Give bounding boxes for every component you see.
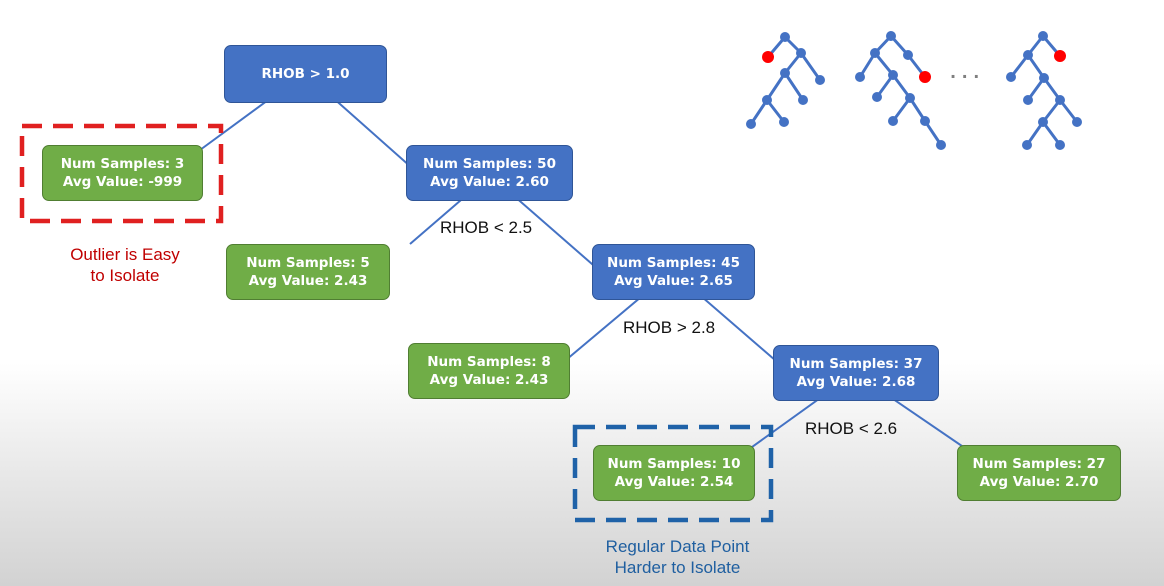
node-avg-value: Avg Value: -999 <box>62 174 183 190</box>
mini-tree-node <box>1022 140 1032 150</box>
outlier-annotation-line: to Isolate <box>90 266 160 286</box>
mini-tree-node <box>780 68 790 78</box>
outlier-annotation-line: Outlier is Easy <box>70 245 180 264</box>
node-samples: Num Samples: 37 <box>789 355 923 372</box>
regular-highlight-box <box>572 424 774 523</box>
outlier-highlight-box <box>19 123 224 224</box>
leaf-node-5: Num Samples: 5 Avg Value: 2.43 <box>226 244 390 300</box>
mini-tree-1 <box>749 35 822 126</box>
isolated-point-marker <box>1054 50 1066 62</box>
node-avg-value: Avg Value: 2.43 <box>248 273 368 289</box>
mini-tree-node <box>1006 72 1016 82</box>
node-avg-value: Avg Value: 2.54 <box>614 474 734 490</box>
node-samples: Num Samples: 50 <box>423 155 556 172</box>
split-node-50: Num Samples: 50 Avg Value: 2.60 <box>406 145 573 201</box>
outlier-annotation: Outlier is Easy to Isolate <box>20 244 230 287</box>
mini-tree-node <box>746 119 756 129</box>
mini-tree-node <box>905 93 915 103</box>
mini-tree-node <box>1038 31 1048 41</box>
node-samples: Num Samples: 27 <box>972 455 1106 472</box>
mini-tree-node <box>903 50 913 60</box>
mini-tree-node <box>796 48 806 58</box>
split-condition-label: RHOB < 2.6 <box>805 419 898 438</box>
mini-tree-node <box>888 70 898 80</box>
root-node-label: RHOB > 1.0 <box>261 65 350 82</box>
mini-tree-node <box>1055 95 1065 105</box>
mini-tree-3 <box>1009 34 1079 147</box>
mini-tree-node <box>888 116 898 126</box>
split-condition-label: RHOB > 2.8 <box>623 318 716 337</box>
mini-tree-node <box>872 92 882 102</box>
leaf-node-27: Num Samples: 27 Avg Value: 2.70 <box>957 445 1121 501</box>
mini-tree-node <box>780 32 790 42</box>
root-node: RHOB > 1.0 <box>224 45 387 103</box>
split-condition-label: RHOB < 2.5 <box>440 218 533 237</box>
mini-tree-node <box>1023 50 1033 60</box>
mini-tree-node <box>855 72 865 82</box>
mini-tree-node <box>1023 95 1033 105</box>
mini-tree-node <box>920 116 930 126</box>
mini-tree-node <box>815 75 825 85</box>
mini-tree-node <box>779 117 789 127</box>
node-avg-value: Avg Value: 2.43 <box>429 372 549 388</box>
regular-annotation-line: Regular Data Point <box>605 537 750 556</box>
split-node-45: Num Samples: 45 Avg Value: 2.65 <box>592 244 755 300</box>
node-avg-value: Avg Value: 2.60 <box>430 174 549 190</box>
node-avg-value: Avg Value: 2.65 <box>614 273 733 289</box>
node-avg-value: Avg Value: 2.70 <box>979 474 1099 490</box>
outlier-leaf-node: Num Samples: 3 Avg Value: -999 <box>42 145 203 201</box>
mini-tree-node <box>798 95 808 105</box>
leaf-node-8: Num Samples: 8 Avg Value: 2.43 <box>408 343 570 399</box>
mini-tree-node <box>1055 140 1065 150</box>
node-samples: Num Samples: 10 <box>607 455 741 472</box>
mini-tree-node <box>886 31 896 41</box>
mini-tree-node <box>1039 73 1049 83</box>
regular-annotation: Regular Data Point Harder to Isolate <box>550 536 805 579</box>
mini-tree-node <box>762 95 772 105</box>
mini-tree-node <box>1038 117 1048 127</box>
regular-annotation-line: Harder to Isolate <box>614 558 741 578</box>
isolated-point-marker <box>919 71 931 83</box>
split-node-37: Num Samples: 37 Avg Value: 2.68 <box>773 345 939 401</box>
node-samples: Num Samples: 3 <box>60 155 185 172</box>
node-avg-value: Avg Value: 2.68 <box>796 374 916 390</box>
mini-tree-node <box>936 140 946 150</box>
leaf-node-10: Num Samples: 10 Avg Value: 2.54 <box>593 445 755 501</box>
node-samples: Num Samples: 8 <box>427 353 551 370</box>
isolated-point-marker <box>762 51 774 63</box>
node-samples: Num Samples: 45 <box>607 254 740 271</box>
node-samples: Num Samples: 5 <box>246 254 370 271</box>
mini-tree-node <box>1072 117 1082 127</box>
forest-ellipsis: · · · <box>950 67 979 86</box>
mini-tree-node <box>870 48 880 58</box>
